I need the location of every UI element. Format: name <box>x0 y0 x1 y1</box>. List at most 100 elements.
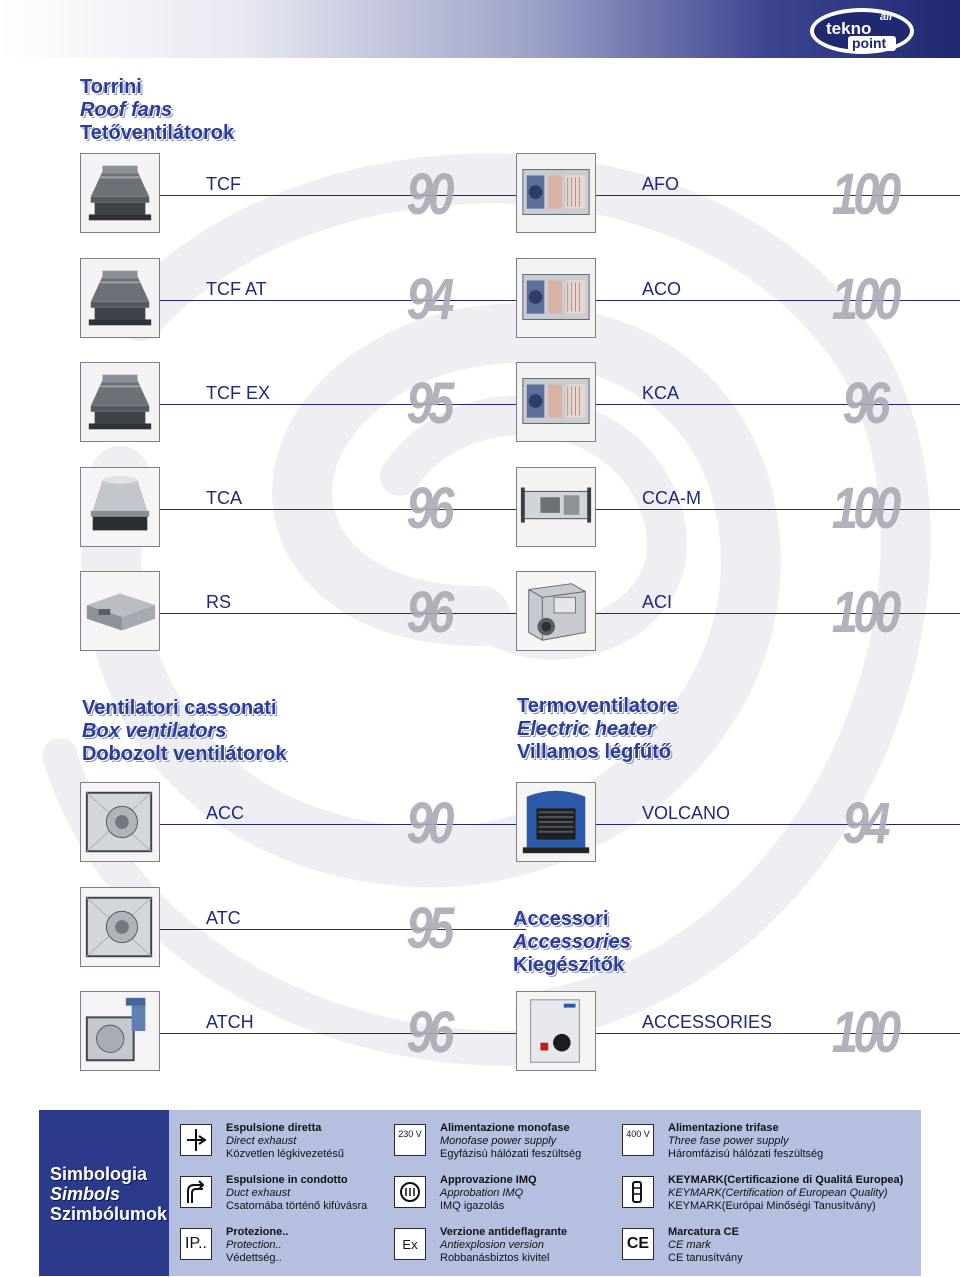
heading-line-hu: Dobozolt ventilátorok <box>82 743 287 765</box>
legend-title: Simbologia Simbols Szimbólumok <box>39 1110 169 1276</box>
heading-line-en: Roof fans <box>80 99 173 121</box>
air-handling-unit-image <box>516 258 596 338</box>
legend-title-hu: Szimbólumok <box>50 1204 168 1224</box>
leader-line <box>596 195 960 196</box>
product-tcf-ex[interactable]: TCF EX 95 <box>80 362 526 444</box>
leader-line <box>596 404 960 405</box>
product-aco[interactable]: ACO 100 <box>516 258 960 340</box>
leader-line <box>160 824 526 825</box>
duct-unit-image <box>516 467 596 547</box>
roof-fan-image <box>80 362 160 442</box>
product-cca-m[interactable]: CCA-M 100 <box>516 467 960 549</box>
air-handling-unit-image <box>516 362 596 442</box>
plug-230v-icon: 230 V <box>394 1124 426 1156</box>
product-name: TCF <box>206 174 241 194</box>
symbol-text-hu: Robbanásbiztos kivitel <box>440 1252 550 1264</box>
heading-line-it: Termoventilatore <box>517 695 678 717</box>
product-name: ACO <box>642 279 682 299</box>
product-tca[interactable]: TCA 96 <box>80 467 526 549</box>
imq-icon <box>394 1176 426 1208</box>
control-box-image <box>516 991 596 1071</box>
page-number: 100 <box>831 267 902 332</box>
symbol-text-en: Duct exhaust <box>226 1187 291 1199</box>
symbol-text-it: Alimentazione monofase <box>440 1122 570 1134</box>
product-volcano[interactable]: VOLCANO 94 <box>516 782 960 864</box>
heading-box-ventilators: Ventilatori cassonati Box ventilators Do… <box>82 697 286 766</box>
heading-accessories: Accessori Accessories Kiegészítők <box>513 908 631 977</box>
symbol-text-hu: Egyfázisú hálózati feszültség <box>440 1148 582 1160</box>
symbol-text-it: Espulsione in condotto <box>226 1174 348 1186</box>
electric-heater-image <box>516 782 596 862</box>
symbol-text-hu: CE tanusítvány <box>668 1252 743 1264</box>
leader-line <box>596 613 960 614</box>
roof-fan-image <box>80 153 160 233</box>
direct-exhaust-icon <box>180 1124 212 1156</box>
product-kca[interactable]: KCA 96 <box>516 362 960 444</box>
box-ventilator-motor-image <box>80 991 160 1071</box>
symbol-text-hu: Védettség.. <box>226 1252 282 1264</box>
product-name: ATCH <box>206 1012 254 1032</box>
leader-line <box>160 509 526 510</box>
product-acc[interactable]: ACC 90 <box>80 782 526 864</box>
product-name: TCF EX <box>206 383 271 403</box>
legend-title-en: Simbols <box>50 1184 121 1204</box>
symbol-text-it: Alimentazione trifase <box>668 1122 779 1134</box>
symbol-text-en: Approbation IMQ <box>440 1187 524 1199</box>
product-name: AFO <box>642 174 680 194</box>
roof-fan-silver-image <box>80 467 160 547</box>
heading-line-hu: Kiegészítők <box>513 954 625 976</box>
symbol-text-hu: Háromfázisú hálózati feszültség <box>668 1148 824 1160</box>
product-name: RS <box>206 592 232 612</box>
leader-line <box>160 613 526 614</box>
leader-line <box>596 300 960 301</box>
symbol-text-hu: KEYMARK(Európai Minőségi Tanusítvány) <box>668 1200 876 1212</box>
symbol-text-en: Monofase power supply <box>440 1135 557 1147</box>
product-accessories[interactable]: ACCESSORIES 100 <box>516 991 960 1073</box>
leader-line <box>160 1033 526 1034</box>
symbol-text-en: Protection.. <box>226 1239 282 1251</box>
symbols-legend: Simbologia Simbols Szimbólumok Espulsion… <box>39 1110 921 1276</box>
symbol-text-en: Three fase power supply <box>668 1135 789 1147</box>
page-number: 100 <box>831 162 902 227</box>
page-number: 94 <box>842 791 890 856</box>
product-tcf[interactable]: TCF 90 <box>80 153 526 235</box>
product-tcf-at[interactable]: TCF AT 94 <box>80 258 526 340</box>
product-name: CCA-M <box>642 488 701 508</box>
product-name: TCA <box>206 488 242 508</box>
heading-line-en: Box ventilators <box>82 720 227 742</box>
keymark-icon <box>622 1176 654 1208</box>
product-name: ACCESSORIES <box>642 1012 773 1032</box>
product-afo[interactable]: AFO 100 <box>516 153 960 235</box>
roof-fan-image <box>80 258 160 338</box>
product-atc[interactable]: ATC 95 <box>80 887 526 969</box>
heading-line-hu: Tetőventilátorok <box>80 122 235 144</box>
duct-exhaust-icon <box>180 1176 212 1208</box>
product-aci[interactable]: ACI 100 <box>516 571 960 653</box>
leader-line <box>596 824 960 825</box>
tekno-point-logo: air tekno point <box>808 6 916 56</box>
symbol-text-it: Protezione.. <box>226 1226 289 1238</box>
insulated-box-fan-image <box>516 571 596 651</box>
page-number: 94 <box>406 267 454 332</box>
heading-line-it: Accessori <box>513 908 609 930</box>
page-number: 100 <box>831 476 902 541</box>
product-rs[interactable]: RS 96 <box>80 571 526 653</box>
heading-line-it: Ventilatori cassonati <box>82 697 277 719</box>
page-number: 96 <box>406 580 454 645</box>
legend-title-it: Simbologia <box>50 1164 148 1184</box>
heading-line-en: Electric heater <box>517 718 655 740</box>
symbol-text-en: CE mark <box>668 1239 711 1251</box>
symbol-text-en: KEYMARK(Certification of European Qualit… <box>668 1187 888 1199</box>
symbol-text-it: Approvazione IMQ <box>440 1174 537 1186</box>
roof-box-fan-image <box>80 571 160 651</box>
page-number: 100 <box>831 1000 902 1065</box>
logo-air-text: air <box>880 11 894 23</box>
symbol-text-it: KEYMARK(Certificazione di Qualitá Europe… <box>668 1174 904 1186</box>
page-number: 96 <box>842 371 890 436</box>
page-number: 90 <box>406 162 454 227</box>
product-atch[interactable]: ATCH 96 <box>80 991 526 1073</box>
symbol-text-hu: Közvetlen légkivezetésű <box>226 1148 345 1160</box>
leader-line <box>160 404 526 405</box>
symbol-text-en: Direct exhaust <box>226 1135 297 1147</box>
product-name: VOLCANO <box>642 803 731 823</box>
